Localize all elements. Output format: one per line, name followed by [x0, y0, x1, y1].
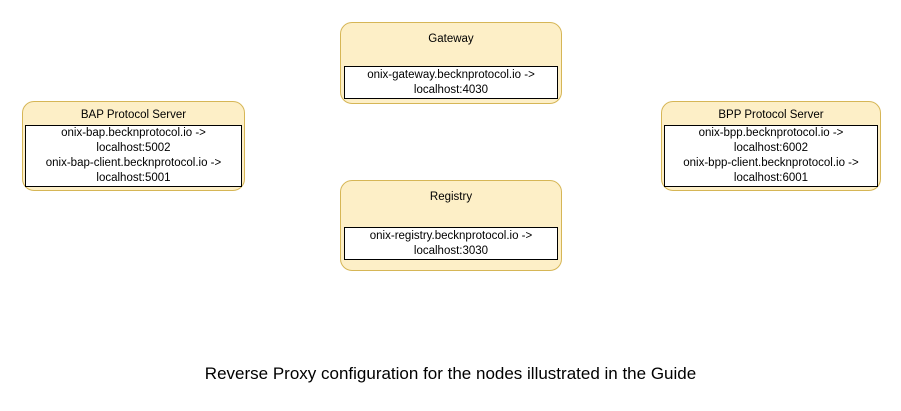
node-registry-title: Registry	[429, 191, 473, 203]
node-gateway: Gateway onix-gateway.becknprotocol.io ->…	[340, 22, 562, 104]
node-registry-config-panel: onix-registry.becknprotocol.io -> localh…	[344, 227, 558, 260]
node-gateway-config-panel: onix-gateway.becknprotocol.io -> localho…	[344, 66, 558, 99]
node-gateway-mapping-line: localhost:4030	[413, 83, 489, 96]
node-bpp-mapping-line: localhost:6001	[733, 172, 809, 184]
node-registry: Registry onix-registry.becknprotocol.io …	[340, 180, 562, 271]
node-bpp-config-panel: onix-bpp.becknprotocol.io -> localhost:6…	[664, 125, 878, 187]
node-bpp-mapping-line: onix-bpp.becknprotocol.io ->	[698, 127, 844, 139]
node-bpp-mapping-line: localhost:6002	[733, 142, 809, 154]
node-bap-mapping-line: onix-bap-client.becknprotocol.io ->	[45, 157, 222, 169]
node-bpp-mapping-line: onix-bpp-client.becknprotocol.io ->	[683, 157, 859, 169]
node-bap-mapping-line: localhost:5002	[96, 142, 171, 154]
node-bap-protocol-server: BAP Protocol Server onix-bap.becknprotoc…	[22, 101, 245, 191]
node-bap-mapping-line: localhost:5001	[96, 172, 171, 184]
node-registry-mapping-line: localhost:3030	[413, 244, 489, 257]
node-registry-mapping-line: onix-registry.becknprotocol.io ->	[369, 229, 533, 242]
node-bap-config-panel: onix-bap.becknprotocol.io -> localhost:5…	[25, 125, 242, 187]
node-gateway-mapping-line: onix-gateway.becknprotocol.io ->	[367, 68, 535, 81]
node-bpp-protocol-server: BPP Protocol Server onix-bpp.becknprotoc…	[661, 101, 881, 191]
node-bpp-title: BPP Protocol Server	[718, 109, 824, 121]
diagram-caption: Reverse Proxy configuration for the node…	[204, 364, 697, 383]
node-gateway-title: Gateway	[428, 33, 474, 45]
node-bap-mapping-line: onix-bap.becknprotocol.io ->	[61, 127, 206, 139]
node-bap-title: BAP Protocol Server	[80, 109, 187, 121]
